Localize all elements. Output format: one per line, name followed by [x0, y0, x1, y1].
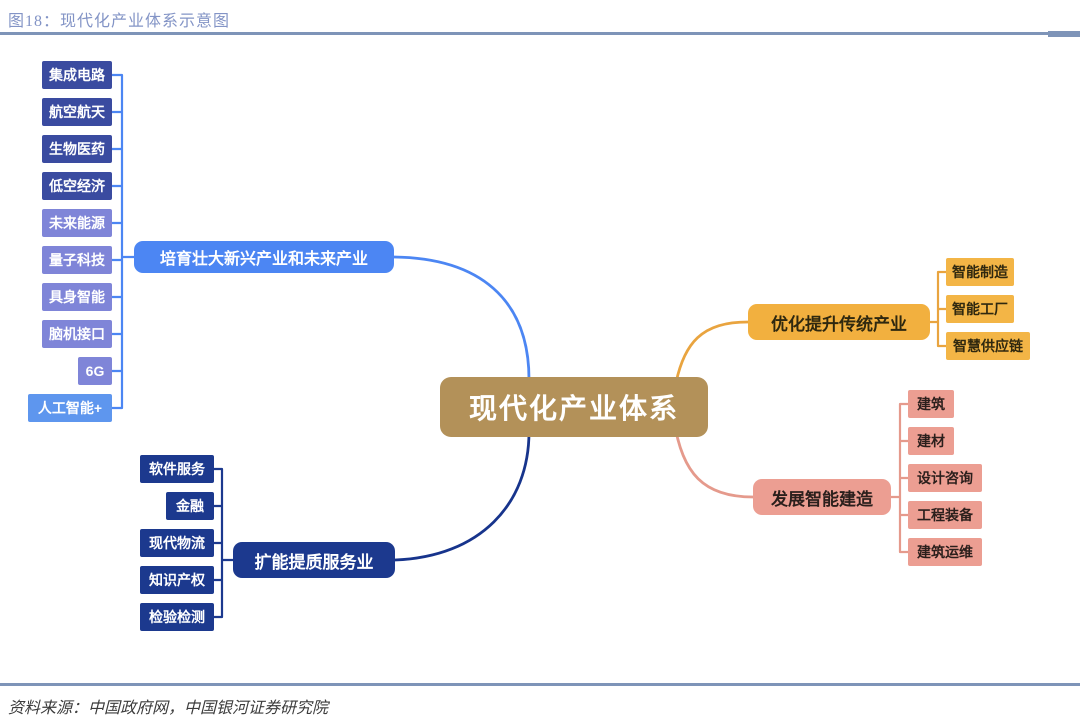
branch-node-smart-construction: 发展智能建造 — [753, 479, 891, 515]
child-node: 量子科技 — [42, 246, 112, 274]
bracket-emerging-children — [110, 73, 136, 410]
figure-title: 图18：现代化产业体系示意图 — [8, 13, 231, 30]
center-node: 现代化产业体系 — [440, 377, 708, 437]
child-node: 人工智能+ — [28, 394, 112, 422]
child-node: 航空航天 — [42, 98, 112, 126]
source-note: 资料来源：中国政府网，中国银河证券研究院 — [8, 700, 329, 717]
footer-rule — [0, 683, 1080, 686]
child-node: 金融 — [166, 492, 214, 520]
child-node: 集成电路 — [42, 61, 112, 89]
branch-node-services: 扩能提质服务业 — [233, 542, 395, 578]
header-rule-end-tab — [1048, 31, 1080, 37]
header-rule — [0, 32, 1080, 35]
child-node: 低空经济 — [42, 172, 112, 200]
bracket-services-children — [212, 467, 235, 619]
bracket-construction-children — [889, 402, 910, 554]
child-node: 检验检测 — [140, 603, 214, 631]
child-node: 现代物流 — [140, 529, 214, 557]
branch-node-traditional-industries: 优化提升传统产业 — [748, 304, 930, 340]
child-node: 脑机接口 — [42, 320, 112, 348]
child-node: 6G — [78, 357, 112, 385]
child-node: 设计咨询 — [908, 464, 982, 492]
child-node: 智慧供应链 — [946, 332, 1030, 360]
child-node: 知识产权 — [140, 566, 214, 594]
child-node: 具身智能 — [42, 283, 112, 311]
branch-node-emerging-industries: 培育壮大新兴产业和未来产业 — [134, 241, 394, 273]
bracket-traditional-children — [928, 270, 948, 348]
child-node: 智能制造 — [946, 258, 1014, 286]
curve-emerging-to-center — [392, 255, 531, 384]
child-node: 智能工厂 — [946, 295, 1014, 323]
child-node: 建筑 — [908, 390, 954, 418]
child-node: 软件服务 — [140, 455, 214, 483]
child-node: 建材 — [908, 427, 954, 455]
child-node: 工程装备 — [908, 501, 982, 529]
child-node: 生物医药 — [42, 135, 112, 163]
child-node: 未来能源 — [42, 209, 112, 237]
curve-services-to-center — [393, 430, 531, 562]
child-node: 建筑运维 — [908, 538, 982, 566]
